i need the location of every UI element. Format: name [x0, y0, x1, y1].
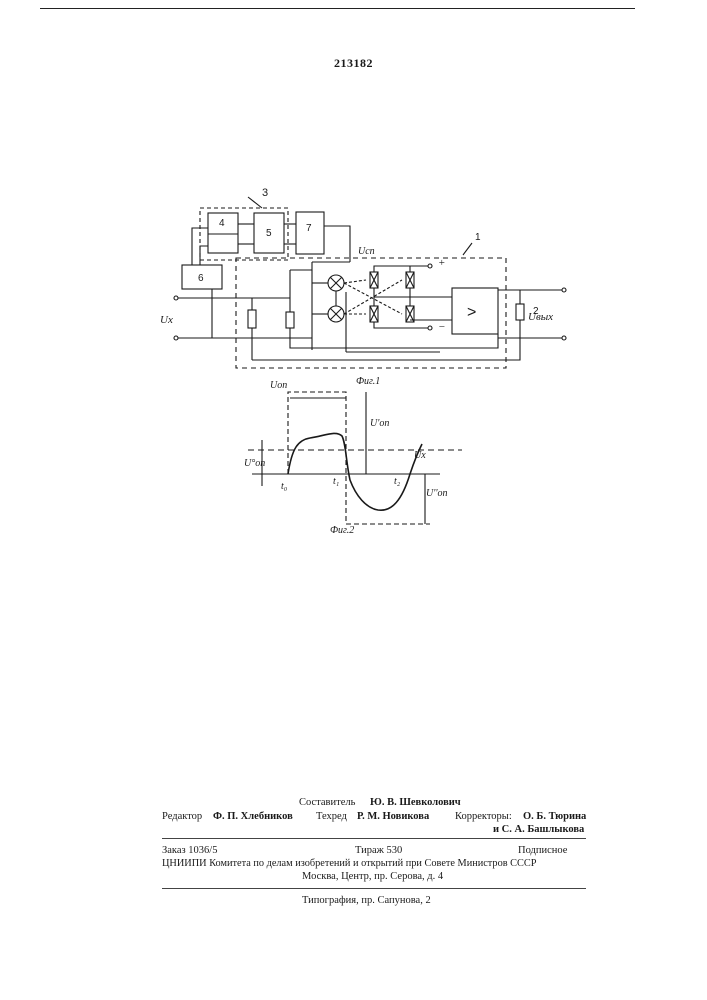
printing-house: Типография, пр. Сапунова, 2 [302, 895, 431, 906]
subscription: Подписное [518, 845, 567, 856]
compiler-name: Ю. В. Шевколович [370, 797, 461, 808]
editor-prefix: Редактор [162, 811, 202, 822]
corrector-1: О. Б. Тюрина [523, 811, 586, 822]
editor-name: Ф. П. Хлебников [213, 811, 293, 822]
circulation: Тираж 530 [355, 845, 402, 856]
compiler-prefix: Составитель [299, 797, 355, 808]
corrector-2: и С. А. Башлыкова [493, 824, 584, 835]
correctors-prefix: Корректоры: [455, 811, 512, 822]
techred-name: Р. М. Новикова [357, 811, 429, 822]
institute: ЦНИИПИ Комитета по делам изобретений и о… [162, 858, 537, 869]
techred-prefix: Техред [316, 811, 347, 822]
address: Москва, Центр, пр. Серова, д. 4 [302, 871, 443, 882]
imprint-rule-1 [162, 838, 586, 839]
imprint-rule-2 [162, 888, 586, 889]
order-number: Заказ 1036/5 [162, 845, 217, 856]
